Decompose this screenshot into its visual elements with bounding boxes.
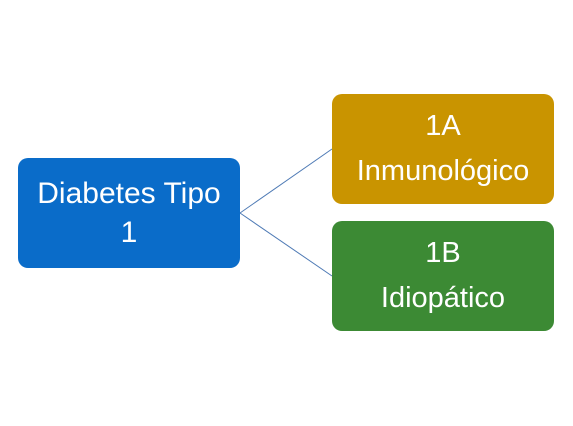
child-node-1a-label: Inmunológico bbox=[356, 155, 530, 187]
child-node-1a: 1A Inmunológico bbox=[332, 94, 554, 204]
child-node-1b-code: 1B bbox=[425, 237, 461, 270]
child-node-1b: 1B Idiopático bbox=[332, 221, 554, 331]
root-node-label-line2: 1 bbox=[120, 216, 138, 249]
child-node-1b-label: Idiopático bbox=[380, 282, 506, 314]
root-node-label-line1: Diabetes Tipo bbox=[37, 177, 221, 210]
connector-root-to-1b bbox=[239, 212, 333, 277]
root-node-diabetes-tipo-1: Diabetes Tipo 1 bbox=[18, 158, 240, 268]
child-node-1a-code: 1A bbox=[425, 110, 461, 143]
connector-root-to-1a bbox=[239, 148, 333, 214]
